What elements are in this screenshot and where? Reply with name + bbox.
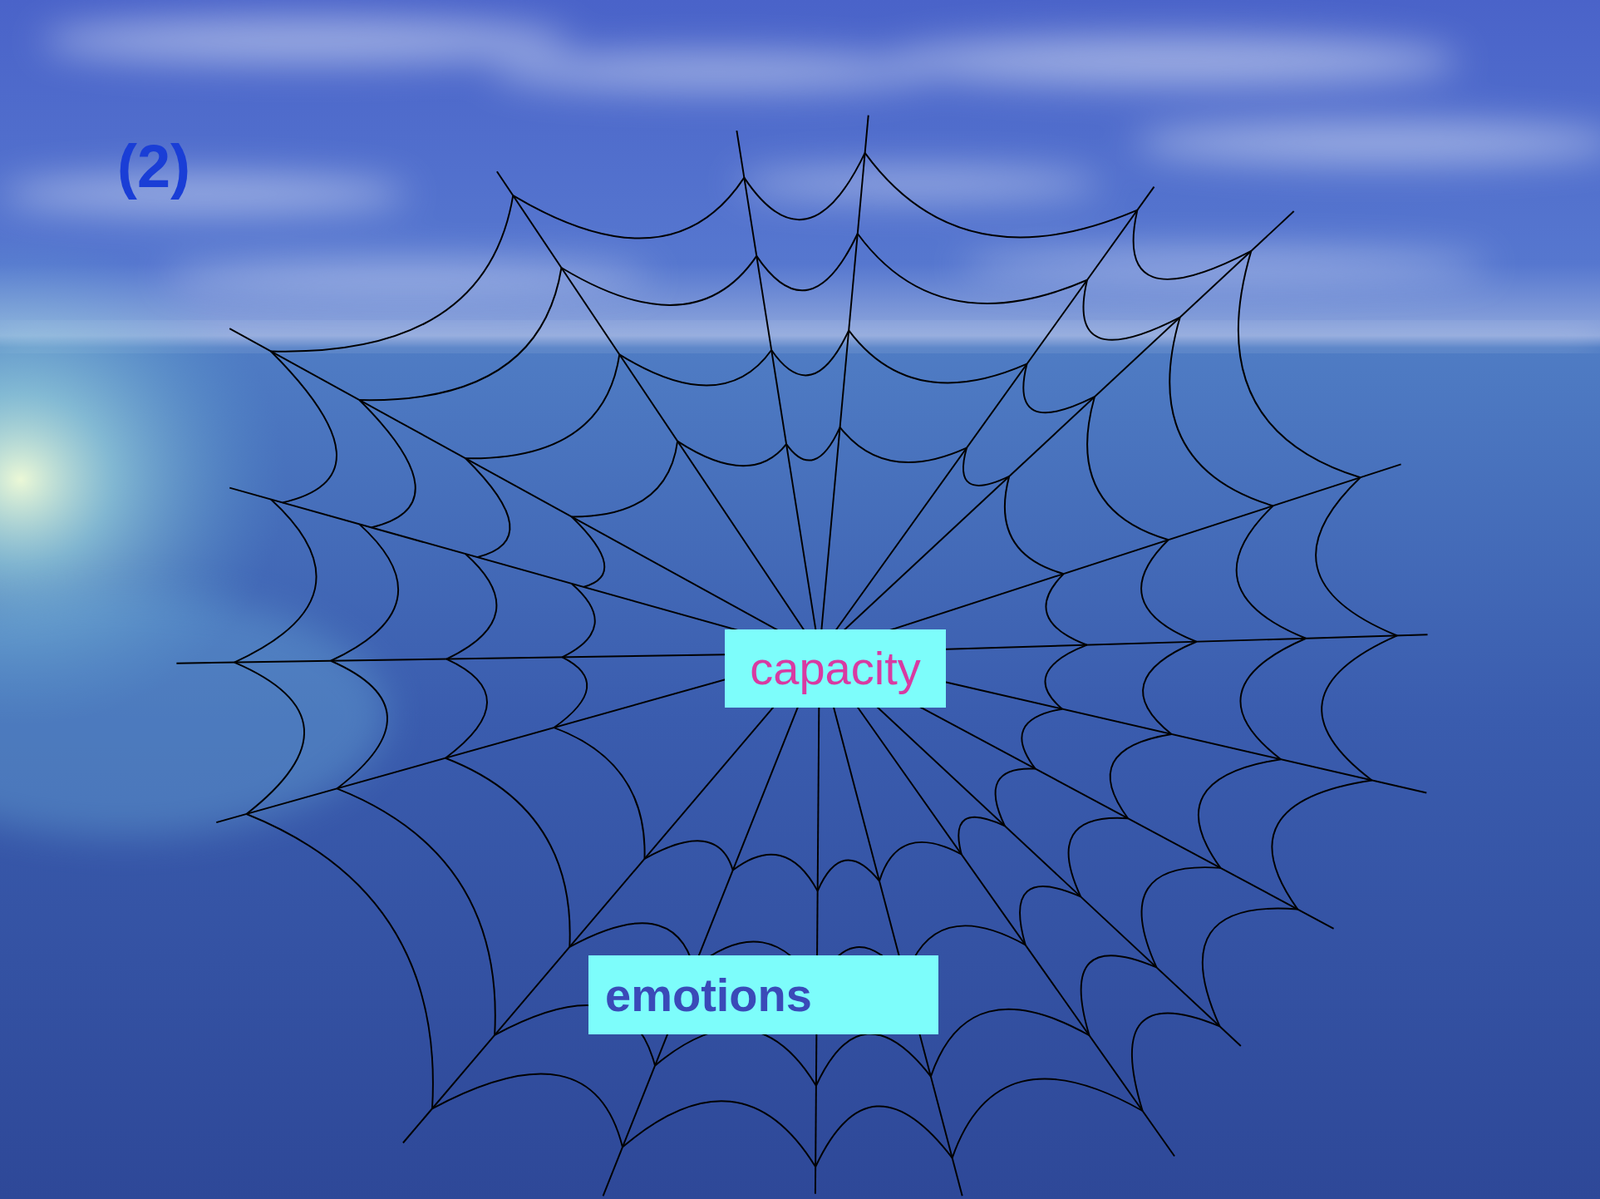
web-thread bbox=[733, 854, 818, 892]
web-thread bbox=[512, 177, 744, 239]
web-thread bbox=[1068, 817, 1129, 897]
web-spoke bbox=[497, 171, 820, 653]
web-thread bbox=[330, 523, 399, 660]
web-thread bbox=[952, 1078, 1143, 1157]
web-thread bbox=[958, 817, 1005, 855]
text-box: emotions bbox=[588, 955, 939, 1034]
web-thread bbox=[1087, 396, 1169, 540]
web-spoke bbox=[819, 187, 1155, 654]
web-thread bbox=[1142, 641, 1197, 734]
web-thread bbox=[1169, 317, 1273, 507]
web-thread bbox=[1133, 210, 1252, 280]
text-box: capacity bbox=[724, 629, 946, 708]
web-thread bbox=[1045, 573, 1087, 645]
web-thread bbox=[561, 256, 757, 306]
web-thread bbox=[1141, 539, 1197, 642]
web-thread bbox=[1083, 280, 1180, 340]
web-thread bbox=[1321, 635, 1398, 780]
web-spoke bbox=[819, 652, 963, 1196]
web-spoke bbox=[819, 652, 1175, 1156]
web-spoke bbox=[736, 130, 819, 653]
web-thread bbox=[1238, 251, 1361, 478]
web-thread bbox=[1081, 955, 1157, 1035]
web-thread bbox=[1315, 477, 1398, 636]
web-thread bbox=[246, 813, 434, 1108]
web-spoke bbox=[819, 115, 869, 654]
web-thread bbox=[619, 349, 772, 385]
web-thread bbox=[270, 350, 337, 503]
web-thread bbox=[815, 1105, 953, 1167]
web-spoke bbox=[819, 463, 1402, 653]
web-thread bbox=[1044, 644, 1087, 709]
web-thread bbox=[465, 457, 510, 557]
web-thread bbox=[1142, 866, 1221, 967]
web-thread bbox=[336, 787, 495, 1034]
web-thread bbox=[995, 768, 1036, 826]
web-spoke bbox=[229, 328, 820, 653]
web-thread bbox=[1110, 733, 1172, 818]
web-thread bbox=[234, 662, 305, 814]
web-thread bbox=[330, 660, 388, 789]
web-thread bbox=[234, 499, 317, 663]
web-spoke bbox=[603, 652, 820, 1196]
web-thread bbox=[571, 441, 678, 517]
web-thread bbox=[445, 758, 571, 947]
web-thread bbox=[1198, 758, 1281, 868]
web-thread bbox=[359, 267, 562, 400]
web-thread bbox=[786, 427, 841, 461]
web-thread bbox=[743, 152, 865, 220]
web-spoke bbox=[815, 652, 820, 1193]
web-thread bbox=[446, 553, 497, 659]
web-thread bbox=[840, 427, 967, 463]
web-thread bbox=[1004, 476, 1064, 574]
web-thread bbox=[1271, 779, 1372, 909]
web-thread bbox=[879, 841, 962, 882]
web-thread bbox=[622, 1100, 816, 1167]
web-thread bbox=[571, 516, 605, 587]
web-thread bbox=[816, 1033, 931, 1085]
web-thread bbox=[771, 329, 849, 375]
web-spoke bbox=[229, 487, 820, 654]
web-thread bbox=[554, 656, 588, 728]
web-thread bbox=[654, 1028, 817, 1086]
web-thread bbox=[963, 448, 1010, 486]
web-thread bbox=[857, 233, 1088, 304]
web-thread bbox=[817, 860, 880, 892]
web-thread bbox=[359, 399, 415, 527]
web-spoke bbox=[176, 652, 819, 663]
web-spoke bbox=[403, 652, 820, 1143]
web-thread bbox=[432, 1073, 623, 1147]
web-thread bbox=[1019, 886, 1081, 945]
web-thread bbox=[865, 152, 1138, 237]
web-thread bbox=[445, 659, 488, 759]
web-thread bbox=[1021, 708, 1063, 769]
web-thread bbox=[1023, 364, 1095, 414]
web-thread bbox=[1236, 505, 1307, 638]
web-spoke bbox=[819, 211, 1295, 653]
web-thread bbox=[1240, 638, 1306, 759]
web-thread bbox=[930, 1009, 1090, 1077]
box-label: emotions bbox=[605, 969, 813, 1021]
web-thread bbox=[677, 441, 787, 467]
box-label: capacity bbox=[749, 642, 921, 695]
web-thread bbox=[1202, 908, 1298, 1027]
web-thread bbox=[465, 354, 620, 458]
web-thread bbox=[561, 583, 595, 657]
web-thread bbox=[848, 329, 1027, 383]
web-thread bbox=[1132, 1012, 1221, 1111]
web-thread bbox=[644, 840, 733, 870]
callout-number: (2) bbox=[117, 136, 191, 197]
web-thread bbox=[554, 727, 645, 859]
web-thread bbox=[756, 233, 858, 291]
web-thread bbox=[270, 195, 513, 352]
